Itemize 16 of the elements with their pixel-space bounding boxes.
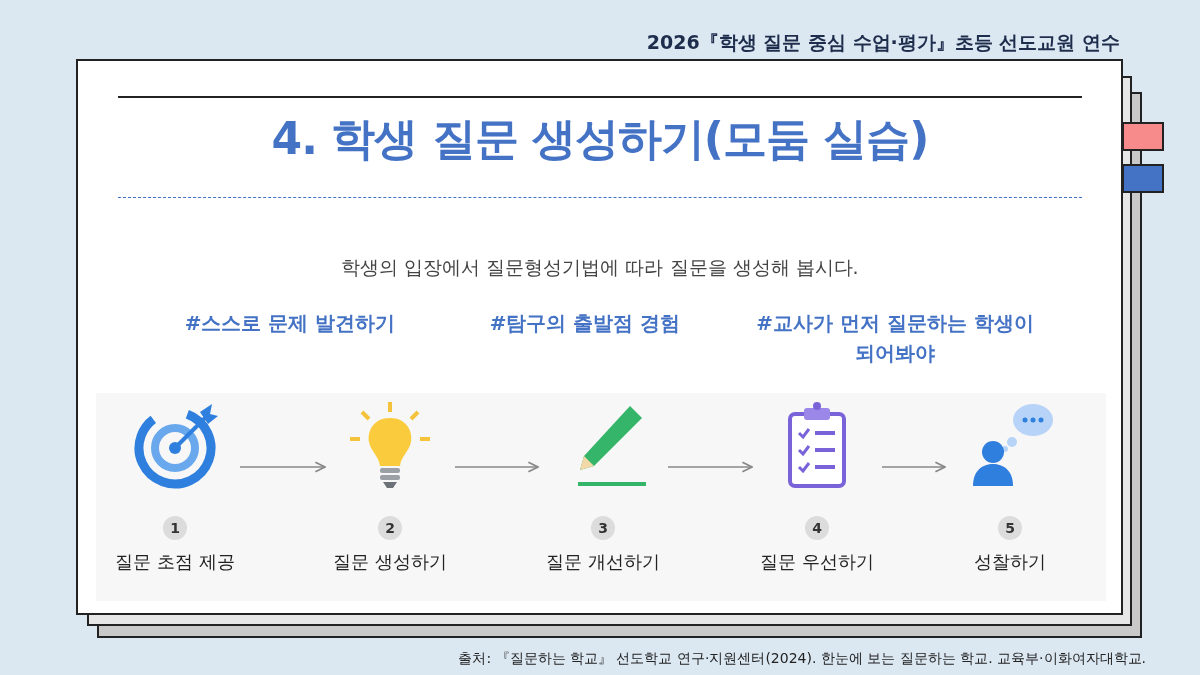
arrow bbox=[881, 461, 946, 473]
source-note: 출처: 『질문하는 학교』 선도학교 연구·지원센터(2024). 한눈에 보는 질문하는 학교. 교육부·이화여자대학교. bbox=[458, 650, 1146, 668]
hashtag-text: #탐구의 출발점 경험 bbox=[488, 310, 682, 337]
step-label: 질문 우선하기 bbox=[759, 550, 875, 574]
step-label: 질문 생성하기 bbox=[332, 550, 448, 574]
step-label: 질문 개선하기 bbox=[545, 550, 661, 574]
instruction-text: 학생의 입장에서 질문형성기법에 따라 질문을 생성해 봅시다. bbox=[340, 255, 860, 280]
arrow bbox=[667, 461, 753, 473]
hashtag-text: #교사가 먼저 질문하는 학생이 되어봐야 bbox=[755, 310, 1035, 367]
slide-title: 4. 학생 질문 생성하기(모둠 실습) bbox=[270, 112, 930, 166]
step-label: 질문 초점 제공 bbox=[114, 550, 236, 574]
arrow bbox=[239, 461, 326, 473]
header-text: 2026『학생 질문 중심 수업·평가』초등 선도교원 연수 bbox=[646, 30, 1120, 55]
arrow bbox=[454, 461, 539, 473]
step-label: 성찰하기 bbox=[973, 550, 1047, 574]
hashtag-text: #스스로 문제 발견하기 bbox=[183, 310, 397, 337]
